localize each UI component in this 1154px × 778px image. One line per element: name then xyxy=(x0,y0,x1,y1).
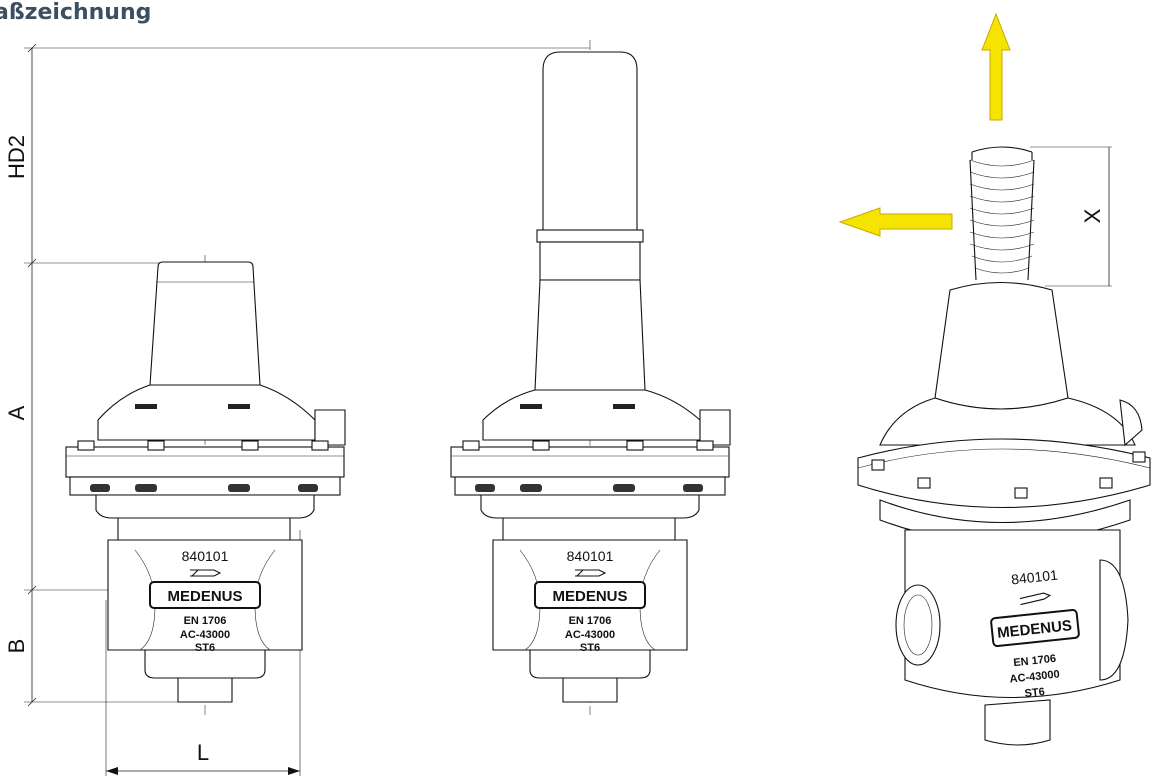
arrow-up-icon xyxy=(981,12,1011,121)
flow-arrow-icon xyxy=(1019,592,1052,606)
regulator-standard: 840101 MEDENUS EN 1706 AC-43000 ST6 xyxy=(65,255,346,715)
alloy-label: AC-43000 xyxy=(180,629,230,641)
flow-arrow-icon xyxy=(190,569,222,577)
grade-label: ST6 xyxy=(580,642,600,654)
dim-label-l: L xyxy=(197,740,209,765)
alloy-label: AC-43000 xyxy=(1009,668,1060,685)
regulator-extended: 840101 MEDENUS EN 1706 AC-43000 ST6 xyxy=(450,40,731,715)
part-number-label: 840101 xyxy=(1010,567,1058,588)
dim-label-x: X xyxy=(1080,208,1105,223)
dim-label-hd2: HD2 xyxy=(4,135,29,179)
dim-label-b: B xyxy=(4,639,29,654)
brand-label: MEDENUS xyxy=(167,588,242,605)
drawing-title: aßzeichnung xyxy=(0,0,152,25)
norm-label: EN 1706 xyxy=(1013,653,1057,669)
norm-label: EN 1706 xyxy=(569,615,612,627)
flow-arrow-icon xyxy=(575,569,607,577)
dimension-lines xyxy=(24,43,1112,776)
brand-label: MEDENUS xyxy=(552,588,627,605)
norm-label: EN 1706 xyxy=(184,615,227,627)
part-number-label: 840101 xyxy=(567,548,614,564)
arrow-left-icon xyxy=(838,207,953,237)
part-number-label: 840101 xyxy=(182,548,229,564)
alloy-label: AC-43000 xyxy=(565,629,615,641)
spring-coils xyxy=(969,159,1035,274)
dim-label-a: A xyxy=(4,405,29,420)
regulator-perspective: 840101 MEDENUS EN 1706 AC-43000 ST6 xyxy=(857,146,1151,746)
grade-label: ST6 xyxy=(195,642,215,654)
grade-label: ST6 xyxy=(1024,686,1045,700)
